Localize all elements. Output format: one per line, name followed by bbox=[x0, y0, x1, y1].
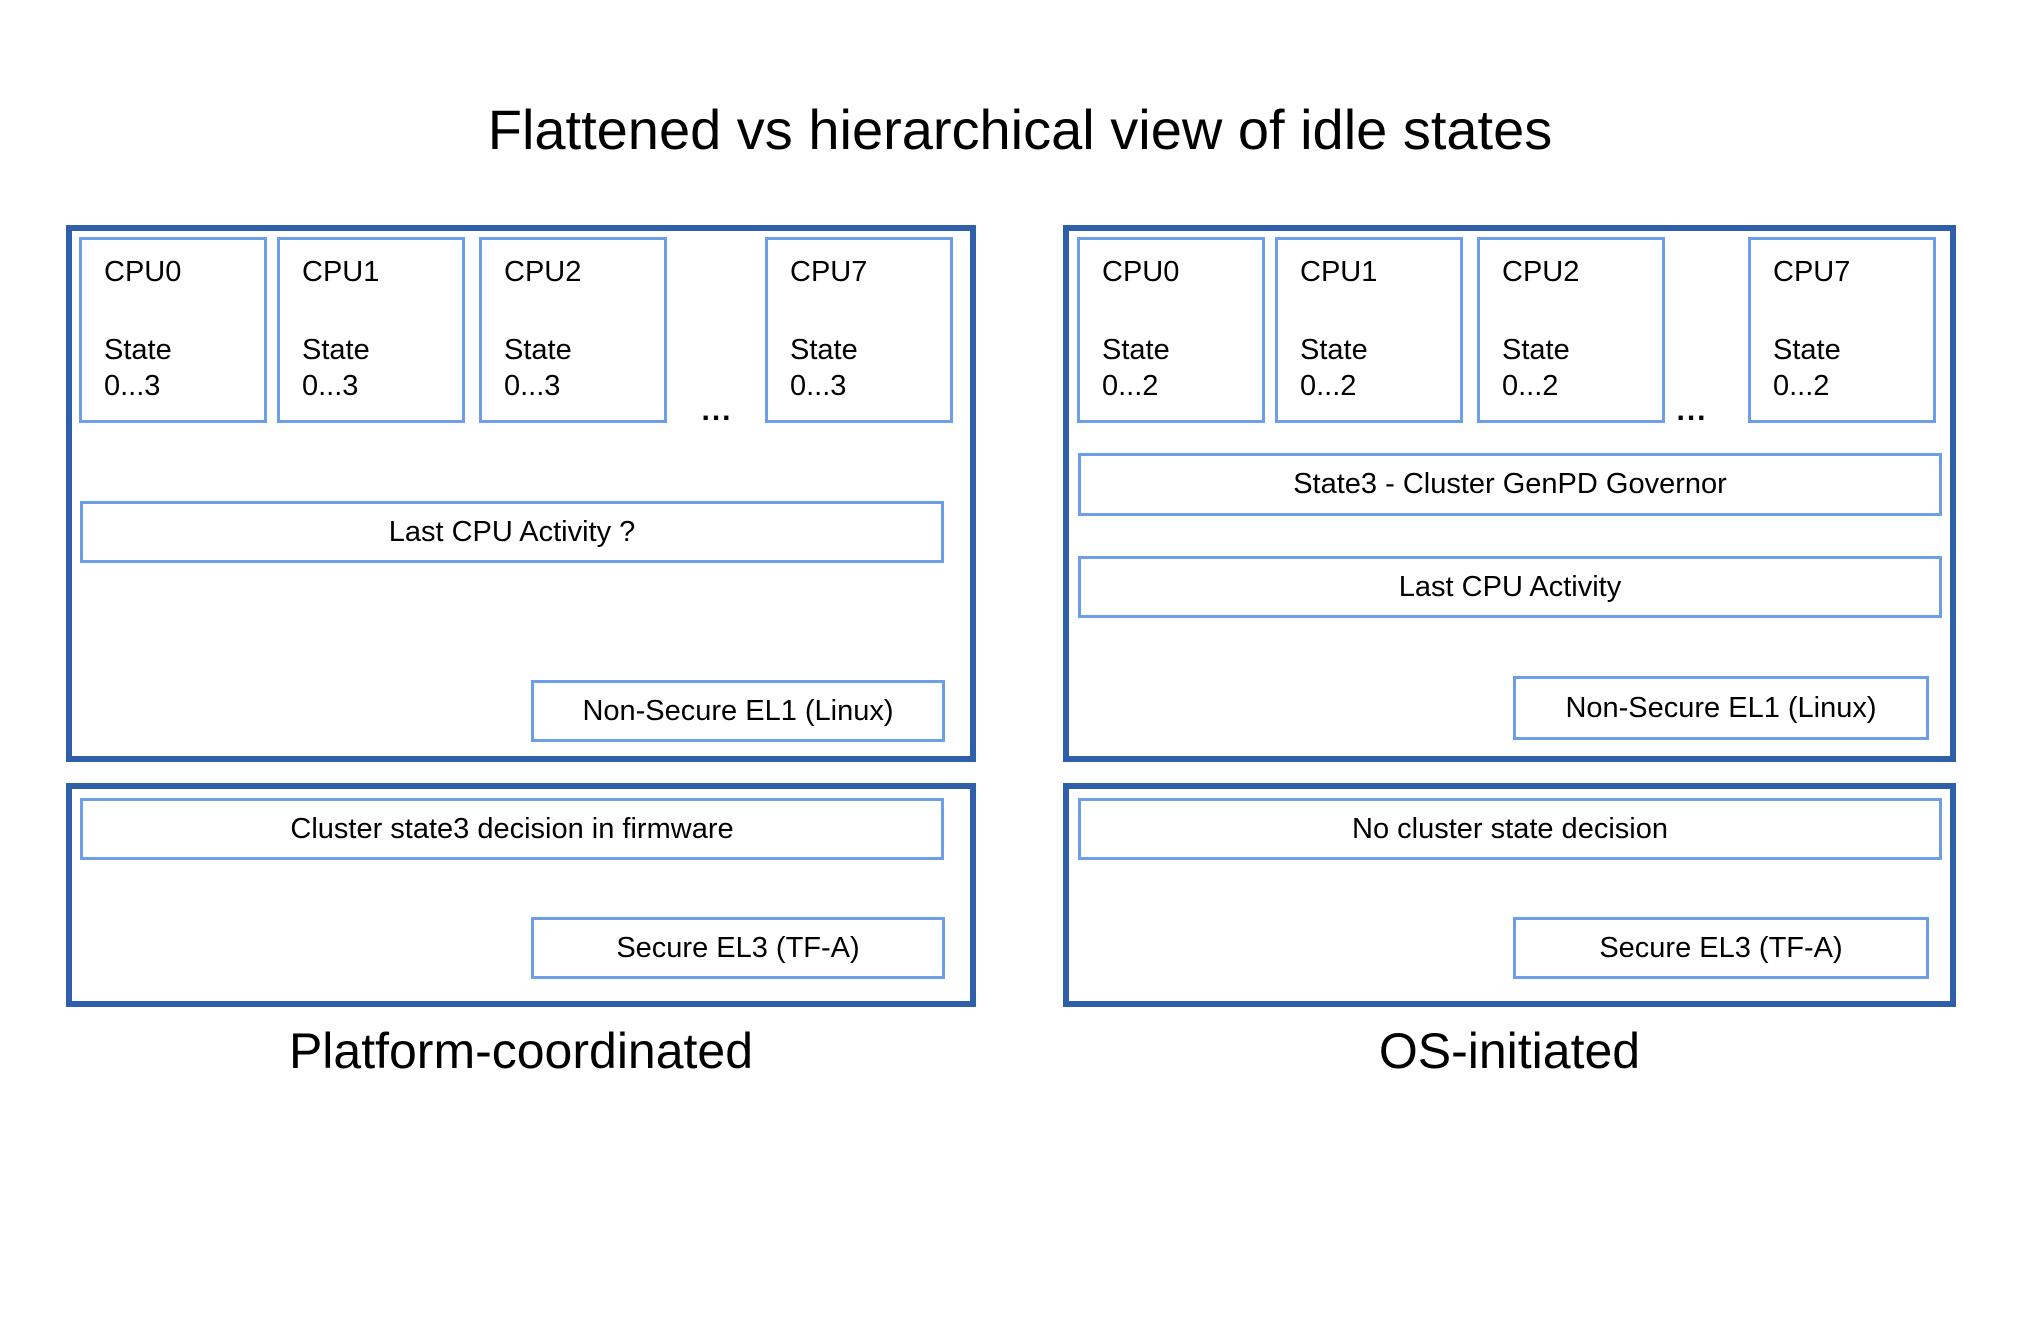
cpu1-box: CPU1 State 0...3 bbox=[277, 237, 465, 423]
cpu-state-word: State bbox=[790, 333, 858, 366]
cpu2-box: CPU2 State 0...3 bbox=[479, 237, 667, 423]
no-cluster-decision-box: No cluster state decision bbox=[1078, 798, 1942, 860]
cpu0-box: CPU0 State 0...3 bbox=[79, 237, 267, 423]
platform-coordinated-caption: Platform-coordinated bbox=[288, 1023, 754, 1079]
cpu7-box: CPU7 State 0...3 bbox=[765, 237, 953, 423]
ellipsis: ... bbox=[1676, 394, 1708, 427]
os-initiated-el3-panel: No cluster state decision Secure EL3 (TF… bbox=[1063, 783, 1956, 1007]
cpu1-box: CPU1 State 0...2 bbox=[1275, 237, 1463, 423]
platform-coordinated-el1-panel: CPU0 State 0...3 CPU1 State 0...3 CPU2 S… bbox=[66, 225, 976, 762]
last-cpu-activity-box: Last CPU Activity ? bbox=[80, 501, 944, 563]
cpu-state-range: 0...2 bbox=[1102, 369, 1159, 402]
cpu-state-range: 0...3 bbox=[302, 369, 359, 402]
cpu-state-word: State bbox=[104, 333, 172, 366]
cpu-state-word: State bbox=[1300, 333, 1368, 366]
cpu-state-word: State bbox=[302, 333, 370, 366]
ellipsis: ... bbox=[701, 394, 733, 427]
cpu-state-word: State bbox=[504, 333, 572, 366]
secure-el3-box: Secure EL3 (TF-A) bbox=[531, 917, 945, 979]
cpu-label: CPU7 bbox=[790, 256, 868, 288]
non-secure-el1-box: Non-Secure EL1 (Linux) bbox=[531, 680, 945, 742]
platform-coordinated-el3-panel: Cluster state3 decision in firmware Secu… bbox=[66, 783, 976, 1007]
cpu-label: CPU0 bbox=[104, 256, 182, 288]
cpu-label: CPU0 bbox=[1102, 256, 1180, 288]
cpu-label: CPU7 bbox=[1773, 256, 1851, 288]
non-secure-el1-box: Non-Secure EL1 (Linux) bbox=[1513, 676, 1929, 740]
cpu-state-range: 0...3 bbox=[104, 369, 161, 402]
cpu0-box: CPU0 State 0...2 bbox=[1077, 237, 1265, 423]
cpu-state-range: 0...3 bbox=[504, 369, 561, 402]
secure-el3-box: Secure EL3 (TF-A) bbox=[1513, 917, 1929, 979]
slide-title: Flattened vs hierarchical view of idle s… bbox=[487, 98, 1553, 161]
cpu-state-range: 0...2 bbox=[1502, 369, 1559, 402]
os-initiated-caption: OS-initiated bbox=[1378, 1023, 1641, 1079]
cpu-state-word: State bbox=[1773, 333, 1841, 366]
cpu-state-range: 0...2 bbox=[1773, 369, 1830, 402]
cluster-decision-box: Cluster state3 decision in firmware bbox=[80, 798, 944, 860]
cpu-state-range: 0...3 bbox=[790, 369, 847, 402]
cpu-label: CPU1 bbox=[302, 256, 380, 288]
cpu-label: CPU2 bbox=[504, 256, 582, 288]
cpu-state-word: State bbox=[1502, 333, 1570, 366]
cpu-state-word: State bbox=[1102, 333, 1170, 366]
cpu-label: CPU2 bbox=[1502, 256, 1580, 288]
cluster-genpd-governor-box: State3 - Cluster GenPD Governor bbox=[1078, 453, 1942, 516]
last-cpu-activity-box: Last CPU Activity bbox=[1078, 556, 1942, 618]
cpu2-box: CPU2 State 0...2 bbox=[1477, 237, 1665, 423]
cpu-label: CPU1 bbox=[1300, 256, 1378, 288]
cpu-state-range: 0...2 bbox=[1300, 369, 1357, 402]
os-initiated-el1-panel: CPU0 State 0...2 CPU1 State 0...2 CPU2 S… bbox=[1063, 225, 1956, 762]
cpu7-box: CPU7 State 0...2 bbox=[1748, 237, 1936, 423]
